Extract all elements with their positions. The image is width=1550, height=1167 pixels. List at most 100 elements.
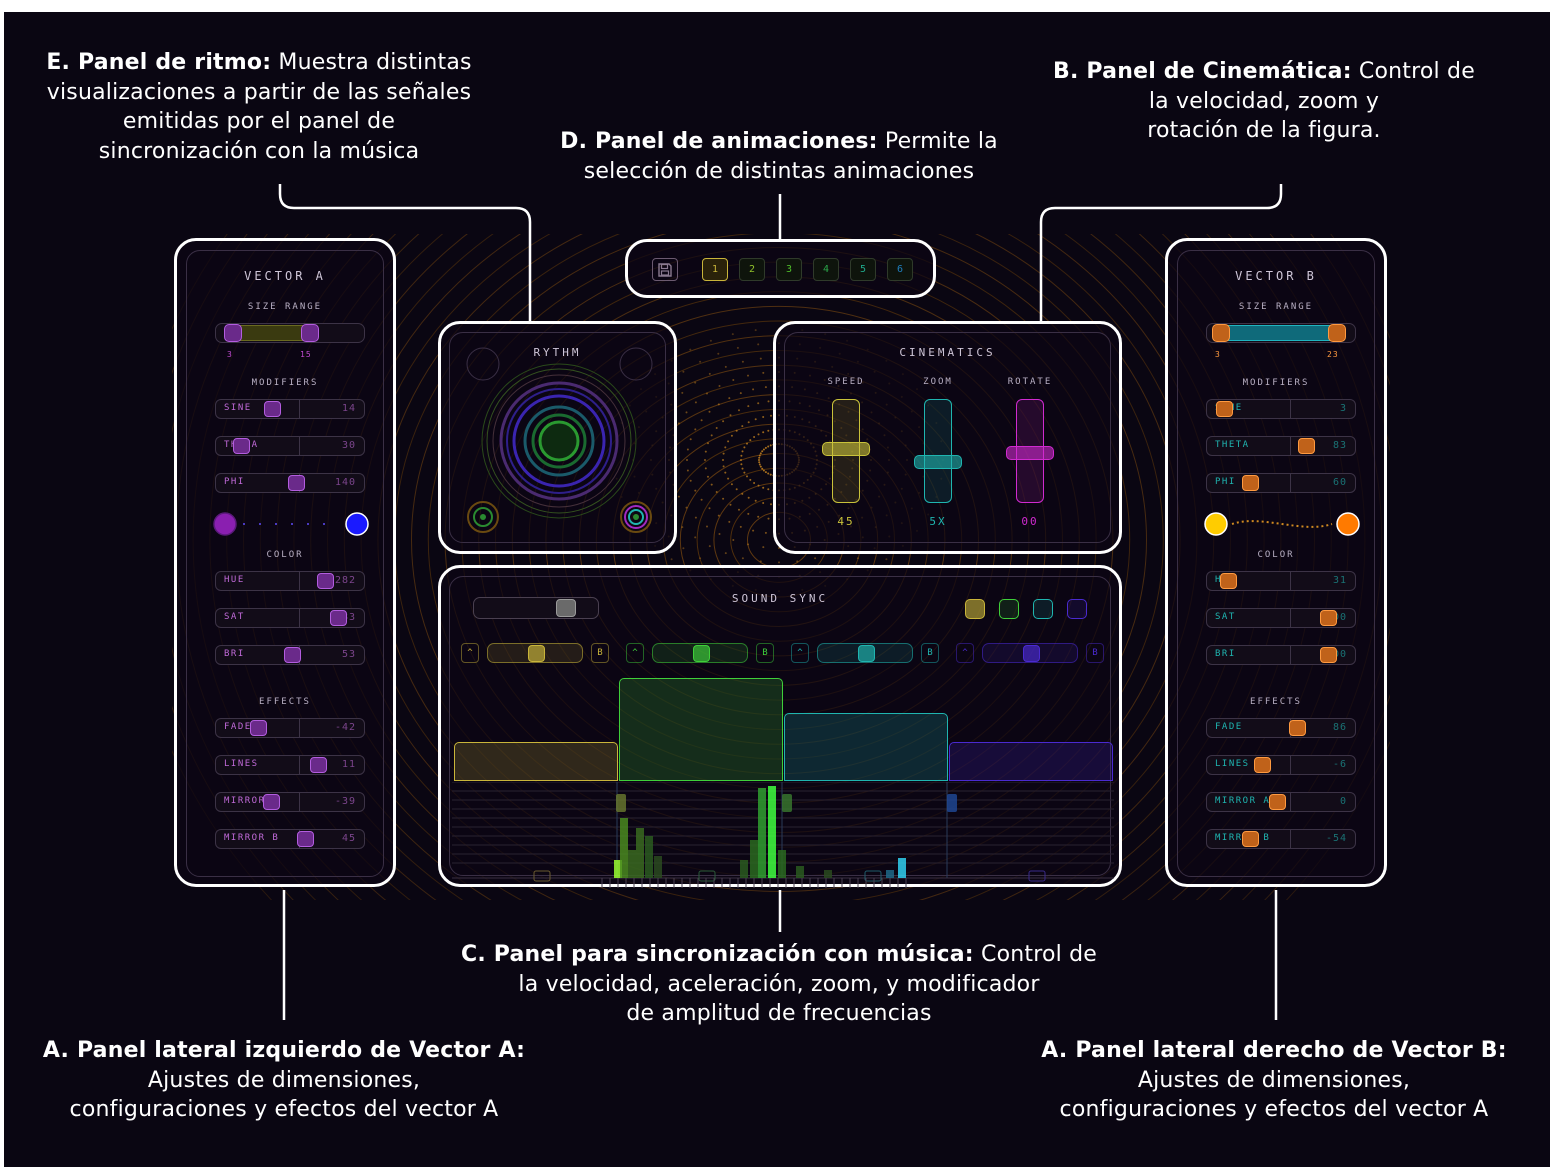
tunnel-dot — [758, 463, 761, 466]
band-threshold-marker[interactable] — [1028, 870, 1046, 882]
band-knob[interactable] — [693, 645, 710, 662]
color-slider-sat[interactable]: SAT100 — [1206, 608, 1356, 628]
row-knob[interactable] — [249, 720, 267, 736]
cinematics-knob-rotate[interactable] — [1006, 445, 1054, 460]
preset-button-4[interactable]: 4 — [813, 258, 839, 281]
tunnel-dot — [762, 431, 765, 434]
tunnel-dot — [759, 357, 762, 360]
row-knob[interactable] — [1242, 831, 1260, 847]
modifiers-label: MODIFIERS — [1242, 378, 1310, 388]
row-knob[interactable] — [264, 401, 282, 417]
gradient-preview[interactable] — [211, 509, 371, 539]
row-knob[interactable] — [1298, 438, 1315, 454]
band-threshold-marker[interactable] — [864, 870, 882, 882]
gradient-start-handle[interactable] — [213, 512, 237, 536]
band-toggle-1[interactable] — [965, 599, 985, 619]
gradient-start-handle[interactable] — [1204, 512, 1228, 536]
size-range-max-handle[interactable] — [301, 324, 319, 342]
band-knob[interactable] — [528, 645, 545, 662]
size-range-max-handle[interactable] — [1328, 324, 1346, 342]
band-up-button[interactable]: ^ — [626, 643, 644, 663]
row-knob[interactable] — [296, 831, 314, 847]
row-knob[interactable] — [1288, 720, 1306, 736]
band-knob[interactable] — [1023, 645, 1040, 662]
row-knob[interactable] — [1220, 573, 1237, 589]
cinematics-knob-speed[interactable] — [822, 442, 870, 457]
preset-button-2[interactable]: 2 — [739, 258, 765, 281]
band-threshold-marker[interactable] — [698, 870, 716, 882]
row-knob[interactable] — [1269, 794, 1287, 810]
effect-slider-fade[interactable]: FADE-42 — [215, 718, 365, 738]
band-slider[interactable] — [487, 643, 583, 663]
row-knob[interactable] — [287, 475, 305, 491]
preset-button-3[interactable]: 3 — [776, 258, 802, 281]
size-min-value: 3 — [1215, 350, 1221, 359]
save-button[interactable] — [652, 258, 678, 281]
band-threshold-marker[interactable] — [533, 870, 551, 882]
band-toggle-3[interactable] — [1033, 599, 1053, 619]
row-knob[interactable] — [330, 610, 348, 626]
band-b-button[interactable]: B — [1086, 643, 1104, 663]
band-toggle-2[interactable] — [999, 599, 1019, 619]
effect-slider-mirror-a[interactable]: MIRROR A-39 — [215, 792, 365, 812]
row-knob[interactable] — [309, 757, 327, 773]
tunnel-dot — [689, 479, 692, 482]
band-peak-marker[interactable] — [947, 794, 957, 812]
band-knob[interactable] — [858, 645, 875, 662]
gradient-end-handle[interactable] — [345, 512, 369, 536]
band-slider[interactable] — [817, 643, 913, 663]
row-label: FADE — [224, 722, 252, 732]
band-toggle-4[interactable] — [1067, 599, 1087, 619]
size-range-slider[interactable] — [215, 323, 365, 343]
cinematics-slider-zoom[interactable] — [924, 399, 952, 503]
band-b-button[interactable]: B — [756, 643, 774, 663]
row-knob[interactable] — [1216, 401, 1234, 417]
modifier-slider-sine[interactable]: SINE3 — [1206, 399, 1356, 419]
effect-slider-lines[interactable]: LINES-6 — [1206, 755, 1356, 775]
size-range-min-handle[interactable] — [1212, 324, 1230, 342]
size-range-min-handle[interactable] — [224, 324, 242, 342]
row-knob[interactable] — [317, 573, 335, 589]
preset-button-5[interactable]: 5 — [850, 258, 876, 281]
row-knob[interactable] — [1242, 475, 1260, 491]
band-peak-marker[interactable] — [782, 794, 792, 812]
band-up-button[interactable]: ^ — [791, 643, 809, 663]
row-knob[interactable] — [1320, 647, 1338, 663]
master-gain-slider[interactable] — [473, 597, 599, 619]
gradient-preview[interactable] — [1202, 509, 1362, 539]
cinematics-knob-zoom[interactable] — [914, 454, 962, 469]
band-peak-marker[interactable] — [616, 794, 626, 812]
modifier-slider-theta[interactable]: THETA30 — [215, 436, 365, 456]
row-knob[interactable] — [1253, 757, 1271, 773]
band-slider[interactable] — [982, 643, 1078, 663]
preset-button-6[interactable]: 6 — [887, 258, 913, 281]
effect-slider-mirror-b[interactable]: MIRROR B-54 — [1206, 829, 1356, 849]
gradient-end-handle[interactable] — [1336, 512, 1360, 536]
band-b-button[interactable]: B — [921, 643, 939, 663]
color-slider-hue[interactable]: HUE31 — [1206, 571, 1356, 591]
preset-button-1[interactable]: 1 — [702, 258, 728, 281]
band-up-button[interactable]: ^ — [956, 643, 974, 663]
color-slider-bri[interactable]: BRI100 — [1206, 645, 1356, 665]
band-slider[interactable] — [652, 643, 748, 663]
row-knob[interactable] — [283, 647, 301, 663]
master-gain-knob[interactable] — [556, 599, 576, 617]
tunnel-dot — [681, 526, 684, 529]
row-knob[interactable] — [1320, 610, 1338, 626]
band-up-button[interactable]: ^ — [461, 643, 479, 663]
row-knob[interactable] — [262, 794, 280, 810]
band-b-button[interactable]: B — [591, 643, 609, 663]
row-knob[interactable] — [232, 438, 250, 454]
size-range-slider[interactable] — [1206, 323, 1356, 343]
